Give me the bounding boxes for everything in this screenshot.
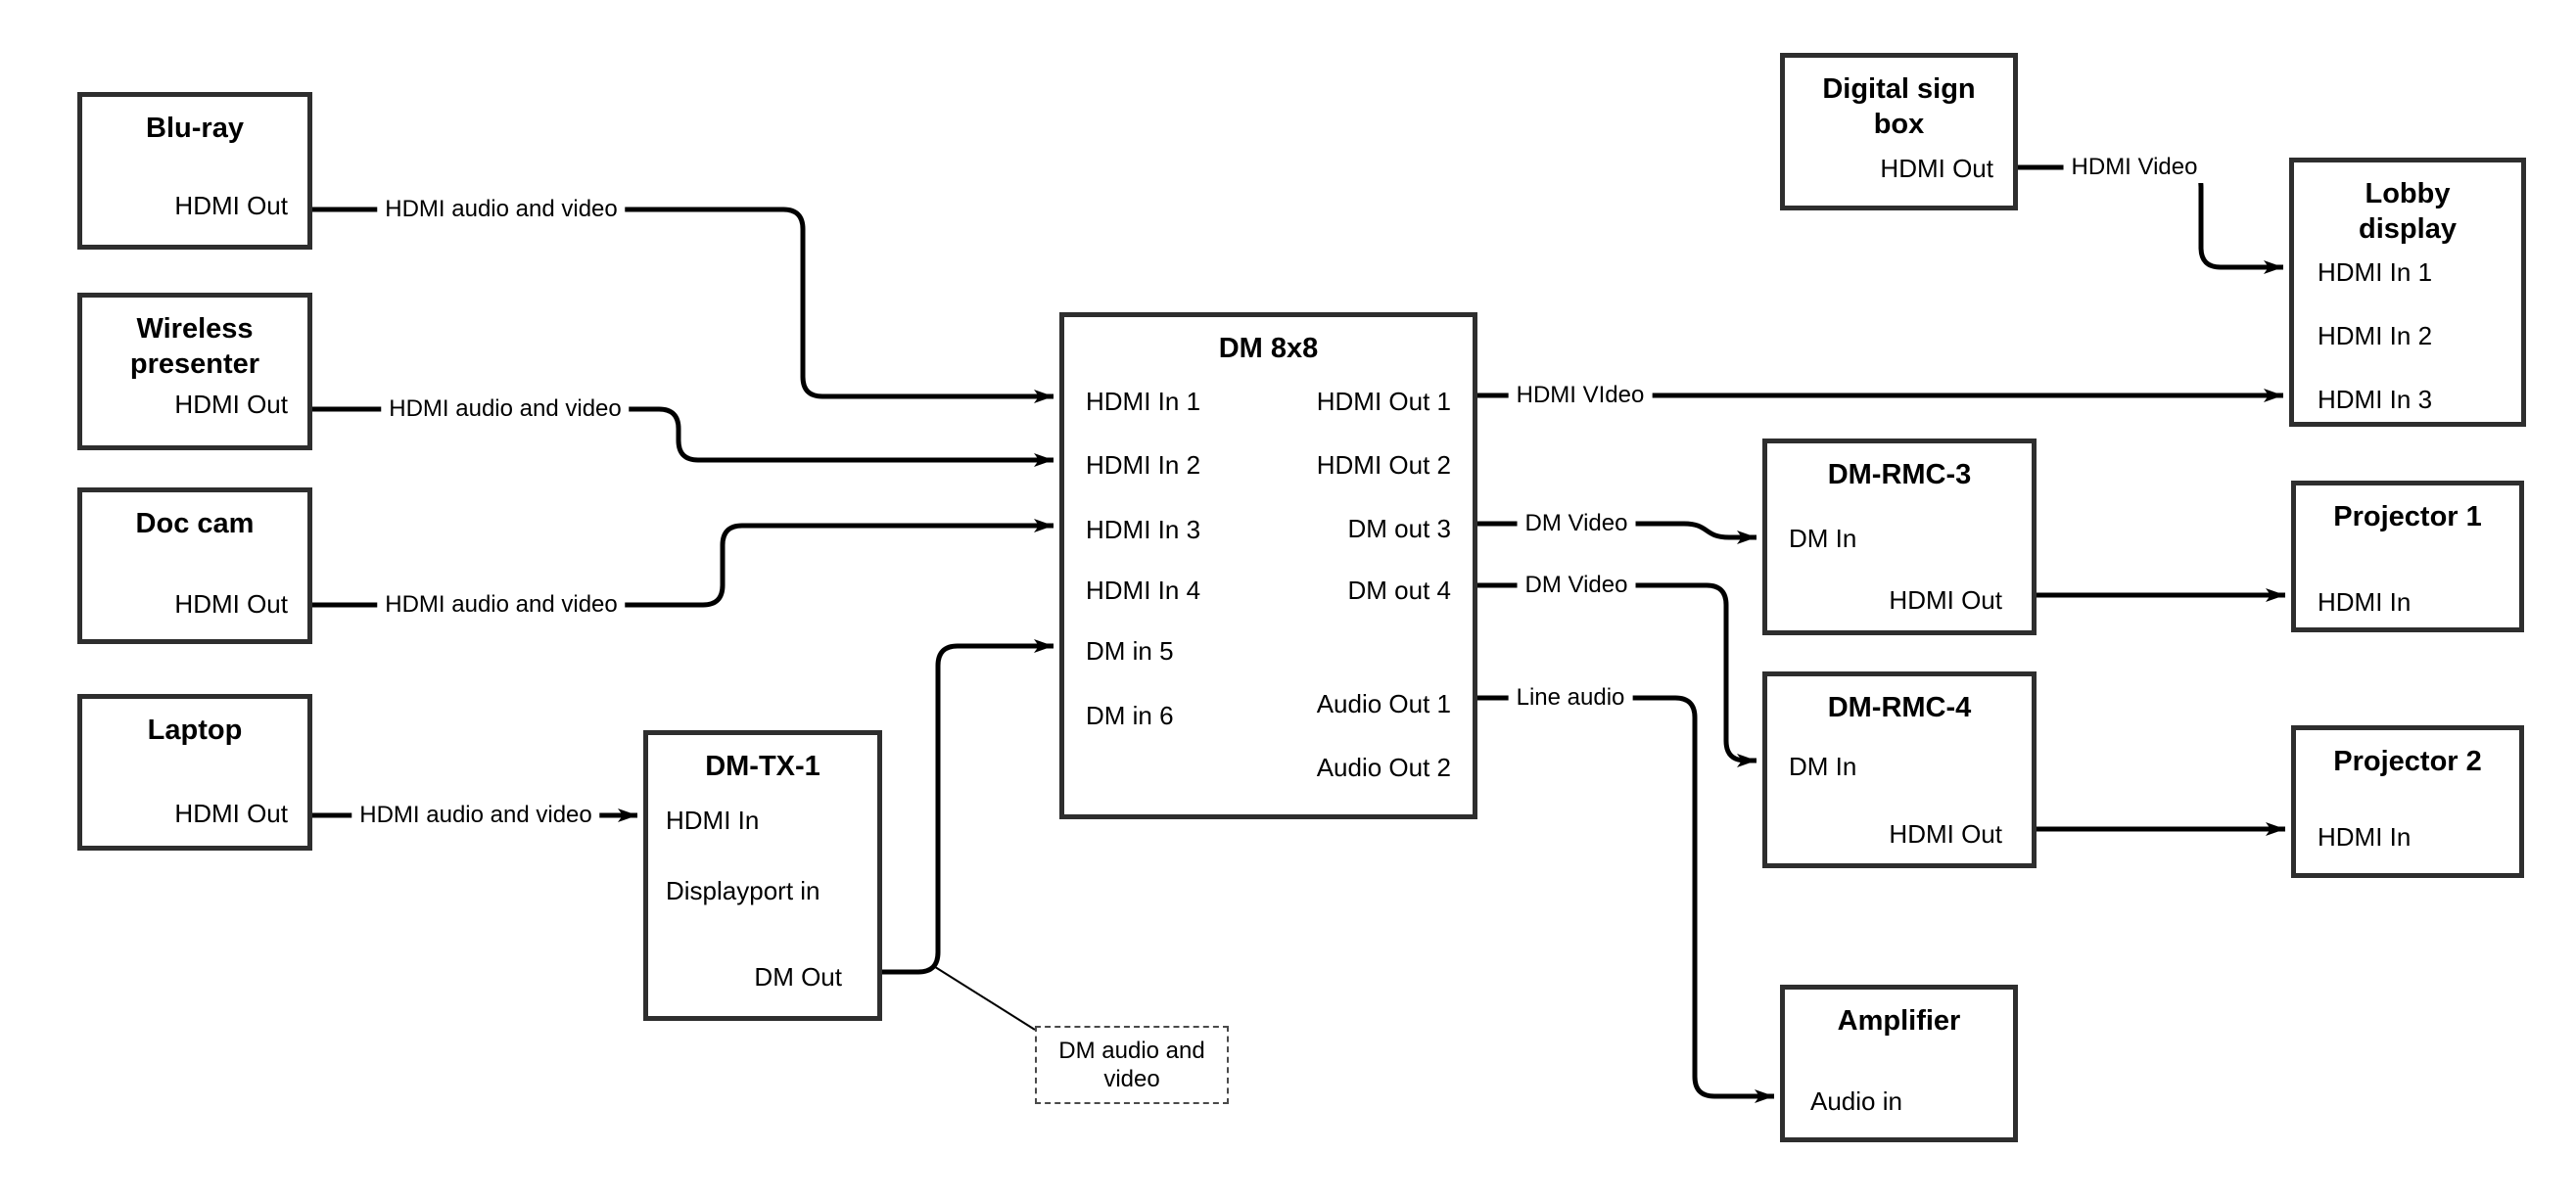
node-dm-rmc-3: DM-RMC-3 DM In HDMI Out	[1762, 439, 2037, 635]
node-amplifier-title: Amplifier	[1837, 1005, 1961, 1037]
port-proj2-hdmi-in: HDMI In	[2318, 822, 2412, 852]
port-dm8x8-hdmi-out-2: HDMI Out 2	[1316, 450, 1451, 480]
port-dmtx1-displayport-in: Displayport in	[666, 876, 820, 905]
node-projector-2: Projector 2 HDMI In	[2291, 725, 2524, 878]
node-laptop: Laptop HDMI Out	[77, 694, 312, 851]
node-doc-cam: Doc cam HDMI Out	[77, 487, 312, 644]
node-laptop-title: Laptop	[147, 715, 243, 746]
node-dm-8x8-title: DM 8x8	[1218, 333, 1319, 364]
edge-label-hdmi-video-lobby: HDMI VIdeo	[1508, 380, 1653, 411]
node-projector-1-title: Projector 1	[2333, 501, 2482, 532]
node-wireless-presenter: Wireless presenter HDMI Out	[77, 293, 312, 450]
port-dm8x8-dm-out-4: DM out 4	[1347, 576, 1452, 605]
port-laptop-hdmi-out: HDMI Out	[174, 799, 288, 828]
port-dm8x8-hdmi-in-4: HDMI In 4	[1086, 576, 1201, 605]
port-dm8x8-dm-in-6: DM in 6	[1086, 701, 1174, 730]
node-lobby-display-title: Lobby display	[2359, 178, 2457, 245]
node-dm-rmc-4-title: DM-RMC-4	[1827, 692, 1972, 723]
callout-leader-line	[931, 964, 1036, 1031]
callout-text: DM audio and video	[1058, 1038, 1205, 1092]
port-lobby-hdmi-in-3: HDMI In 3	[2318, 385, 2433, 414]
edge-label-doccam-hdmi-av: HDMI audio and video	[377, 589, 626, 621]
node-dm-rmc-3-title: DM-RMC-3	[1827, 459, 1972, 490]
edge-dm8x8-audio-out-1-to-amplifier	[1477, 695, 1774, 1103]
port-rmc3-dm-in: DM In	[1789, 524, 1857, 553]
edge-dmtx1-dmout-to-dm8x8-dm-in-5	[882, 639, 1054, 975]
port-rmc4-hdmi-out: HDMI Out	[1889, 819, 2002, 849]
port-lobby-hdmi-in-2: HDMI In 2	[2318, 321, 2433, 350]
port-rmc3-hdmi-out: HDMI Out	[1889, 585, 2002, 615]
port-sign-hdmi-out: HDMI Out	[1880, 154, 1993, 183]
port-dm8x8-hdmi-out-1: HDMI Out 1	[1316, 387, 1451, 416]
edge-label-hdmi-video-sign: HDMI Video	[2063, 152, 2206, 183]
edge-label-laptop-hdmi-av: HDMI audio and video	[351, 800, 600, 831]
edge-label-dm-video-out4: DM Video	[1517, 570, 1636, 601]
node-dm-tx-1: DM-TX-1 HDMI In Displayport in DM Out	[643, 730, 882, 1021]
node-amplifier: Amplifier Audio in	[1780, 985, 2018, 1142]
port-dm8x8-hdmi-in-1: HDMI In 1	[1086, 387, 1201, 416]
edge-doccam-to-dm8x8-hdmi-in-3	[312, 519, 1054, 608]
port-dmtx1-dm-out: DM Out	[754, 962, 842, 992]
node-dm-rmc-4: DM-RMC-4 DM In HDMI Out	[1762, 671, 2037, 868]
port-doccam-hdmi-out: HDMI Out	[174, 589, 288, 619]
node-dm-tx-1-title: DM-TX-1	[705, 751, 820, 782]
node-lobby-display: Lobby display HDMI In 1 HDMI In 2 HDMI I…	[2289, 158, 2526, 427]
node-wireless-presenter-title: Wireless presenter	[129, 313, 260, 380]
callout-dm-audio-video: DM audio and video	[1035, 1026, 1229, 1104]
edge-dm8x8-dm-out-3-to-rmc3-dm-in	[1477, 521, 1756, 544]
edge-label-dm-video-out3: DM Video	[1517, 508, 1636, 539]
edge-dm8x8-dm-out-4-to-rmc4-dm-in	[1477, 582, 1756, 767]
edge-wireless-to-dm8x8-hdmi-in-2	[312, 406, 1054, 467]
node-projector-1: Projector 1 HDMI In	[2291, 481, 2524, 632]
port-wireless-hdmi-out: HDMI Out	[174, 390, 288, 419]
edge-bluray-to-dm8x8-hdmi-in-1	[312, 207, 1054, 403]
edge-label-line-audio: Line audio	[1508, 682, 1633, 714]
port-bluray-hdmi-out: HDMI Out	[174, 191, 288, 220]
node-digital-sign-box-title: Digital sign box	[1822, 73, 1976, 140]
port-dm8x8-dm-out-3: DM out 3	[1347, 514, 1452, 543]
port-lobby-hdmi-in-1: HDMI In 1	[2318, 257, 2433, 287]
port-dmtx1-hdmi-in: HDMI In	[666, 806, 760, 835]
port-proj1-hdmi-in: HDMI In	[2318, 587, 2412, 617]
port-dm8x8-hdmi-in-3: HDMI In 3	[1086, 515, 1201, 544]
node-doc-cam-title: Doc cam	[135, 508, 255, 539]
port-dm8x8-audio-out-1: Audio Out 1	[1316, 689, 1451, 718]
node-bluray-title: Blu-ray	[146, 113, 244, 144]
edge-label-wireless-hdmi-av: HDMI audio and video	[381, 393, 630, 425]
port-rmc4-dm-in: DM In	[1789, 752, 1857, 781]
node-dm-8x8: DM 8x8 HDMI In 1 HDMI In 2 HDMI In 3 HDM…	[1059, 312, 1477, 819]
node-digital-sign-box: Digital sign box HDMI Out	[1780, 53, 2018, 210]
port-amplifier-audio-in: Audio in	[1810, 1086, 1902, 1116]
port-dm8x8-hdmi-in-2: HDMI In 2	[1086, 450, 1201, 480]
port-dm8x8-audio-out-2: Audio Out 2	[1316, 753, 1451, 782]
edge-label-bluray-hdmi-av: HDMI audio and video	[377, 194, 626, 225]
node-projector-2-title: Projector 2	[2333, 746, 2482, 777]
port-dm8x8-dm-in-5: DM in 5	[1086, 636, 1174, 666]
node-bluray: Blu-ray HDMI Out	[77, 92, 312, 250]
